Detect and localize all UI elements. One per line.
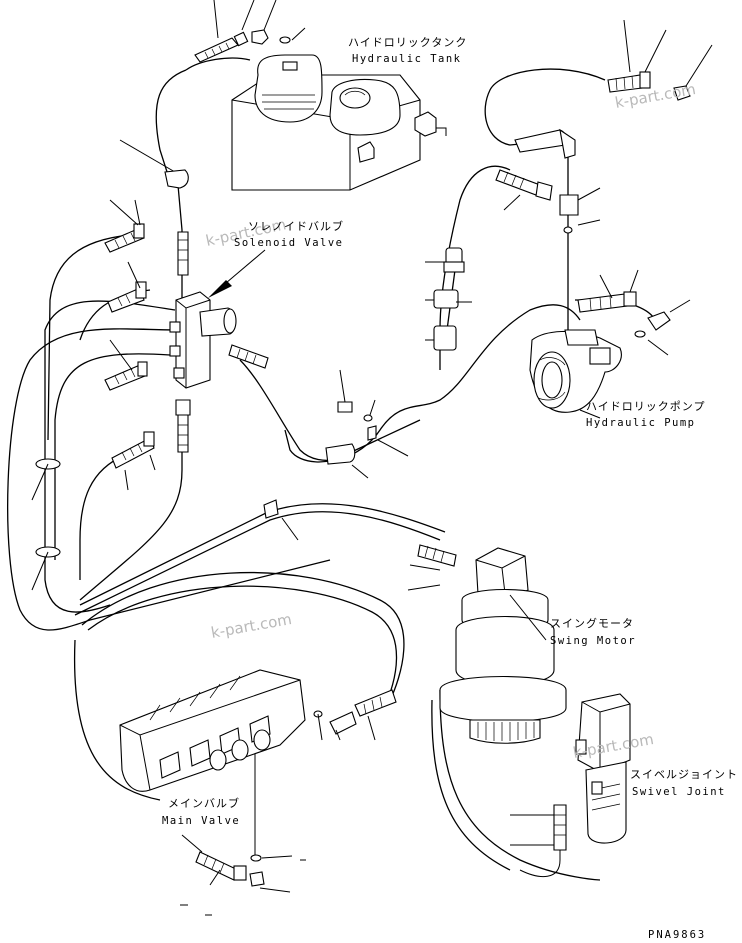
- solenoid-valve: [169, 231, 269, 453]
- swing-motor-label-en: Swing Motor: [550, 635, 636, 647]
- hydraulic-tank-label-en: Hydraulic Tank: [352, 53, 462, 65]
- middle-parts: [263, 369, 409, 541]
- main-valve-label-en: Main Valve: [162, 815, 240, 827]
- main-valve-label-jp: メインバルブ: [168, 796, 240, 810]
- swivel-joint-label-jp: スイベルジョイント: [630, 768, 738, 781]
- hydraulic-pump-label-jp: ハイドロリックポンプ: [586, 400, 705, 413]
- solenoid-valve-label-jp: ソレノイドバルブ: [248, 219, 344, 233]
- drawing-code: PNA9863: [648, 929, 706, 941]
- swivel-joint: [510, 693, 631, 851]
- solenoid-valve-label-en: Solenoid Valve: [234, 237, 344, 249]
- bottom-fittings: [180, 834, 306, 916]
- swing-motor: [407, 544, 567, 744]
- hydraulic-pump: [529, 329, 622, 419]
- swing-motor-label-jp: スイングモータ: [550, 616, 634, 630]
- left-fittings: [31, 139, 189, 591]
- hydraulic-tank-label-jp: ハイドロリックタンク: [348, 36, 467, 49]
- swivel-joint-label-en: Swivel Joint: [632, 786, 726, 798]
- main-valve: [119, 669, 397, 792]
- hydraulic-pump-label-en: Hydraulic Pump: [586, 417, 696, 429]
- watermark-text: k-part.com: [210, 610, 294, 642]
- top-fittings: [194, 0, 306, 63]
- component-labels: ハイドロリックタンク Hydraulic Tank ソレノイドバルブ Solen…: [162, 36, 738, 941]
- pump-fittings: [425, 19, 713, 356]
- hydraulic-tank: [231, 54, 447, 191]
